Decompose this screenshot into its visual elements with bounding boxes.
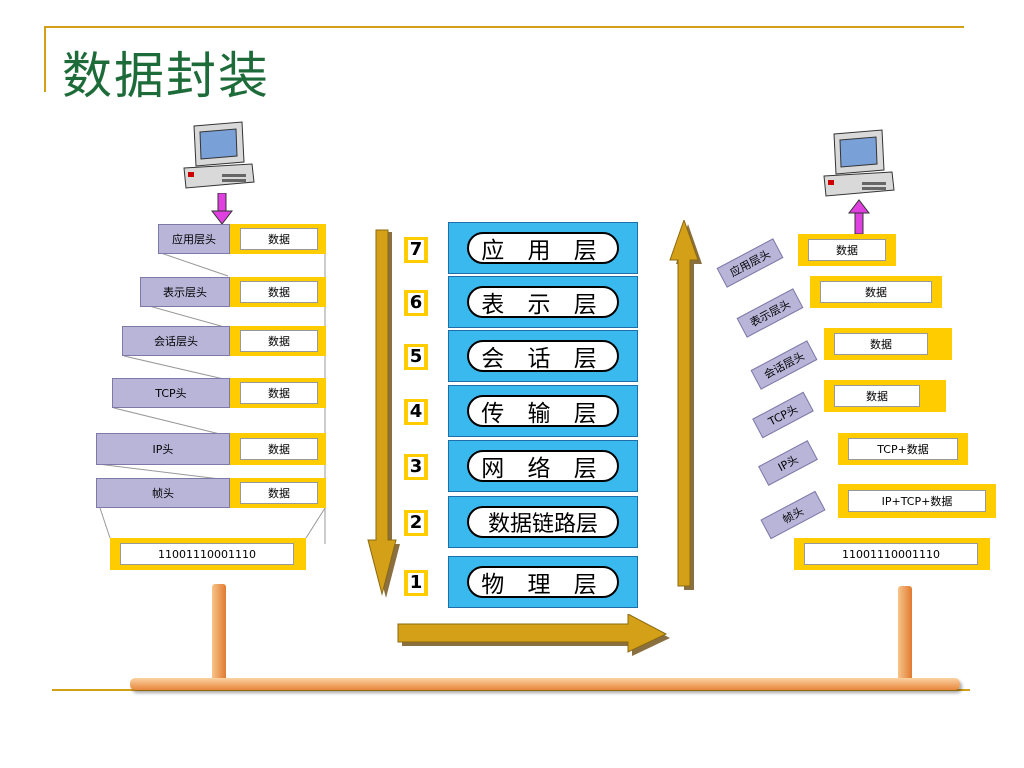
layer-3-box: 网 络 层: [448, 440, 638, 492]
right-header-datalink: 帧头: [760, 490, 826, 540]
layer-number-text: 1: [407, 572, 425, 593]
receiver-drop-cable: [898, 586, 912, 688]
layer-1-label: 物 理 层: [467, 566, 619, 598]
layer-5-label: 会 话 层: [467, 340, 619, 372]
layer-5-box: 会 话 层: [448, 330, 638, 382]
right-payload-datalink: IP+TCP+数据: [848, 490, 986, 512]
bottom-rule: [52, 689, 970, 691]
left-row-presentation: 表示层头 数据: [140, 277, 326, 307]
layer-number: 2: [404, 510, 428, 536]
layer-1-box: 物 理 层: [448, 556, 638, 608]
layer-number: 4: [404, 399, 428, 425]
right-payload-session: 数据: [834, 333, 928, 355]
header-block: 表示层头: [140, 277, 230, 307]
encapsulate-down-arrow: [367, 229, 400, 598]
payload-data: 数据: [240, 330, 318, 352]
layer-number: 6: [404, 290, 428, 316]
left-row-datalink: 帧头 数据: [96, 478, 326, 508]
network-cable: [130, 678, 960, 690]
layer-number-text: 7: [407, 239, 425, 260]
sender-drop-cable: [212, 584, 226, 688]
receiver-computer-icon: [823, 129, 895, 197]
layer-number: 7: [404, 237, 428, 263]
down-arrow-sender: [210, 193, 234, 225]
right-header-network: IP头: [758, 440, 818, 486]
title-rule-top: [46, 26, 964, 28]
left-row-transport: TCP头 数据: [112, 378, 326, 408]
right-payload-network: TCP+数据: [848, 438, 958, 460]
layer-number-text: 5: [407, 346, 425, 367]
layer-number: 5: [404, 344, 428, 370]
header-block: 应用层头: [158, 224, 230, 254]
layer-6-box: 表 示 层: [448, 276, 638, 328]
page-title: 数据封装: [62, 47, 270, 105]
transmit-right-arrow: [397, 614, 670, 656]
left-bits: 11001110001110: [120, 543, 294, 565]
layer-number-text: 2: [407, 512, 425, 533]
payload-data: 数据: [240, 482, 318, 504]
header-block: 帧头: [96, 478, 230, 508]
right-payload-application: 数据: [808, 239, 886, 261]
right-header-transport: TCP头: [752, 391, 814, 439]
left-row-session: 会话层头 数据: [122, 326, 326, 356]
up-arrow-receiver: [847, 199, 871, 235]
left-row-network: IP头 数据: [96, 433, 326, 465]
header-block: IP头: [96, 433, 230, 465]
payload-data: 数据: [240, 382, 318, 404]
header-block: 会话层头: [122, 326, 230, 356]
right-payload-presentation: 数据: [820, 281, 932, 303]
right-payload-transport: 数据: [834, 385, 920, 407]
title-rule-left: [44, 26, 46, 92]
payload-data: 数据: [240, 228, 318, 250]
layer-6-label: 表 示 层: [467, 286, 619, 318]
layer-4-box: 传 输 层: [448, 385, 638, 437]
right-header-application: 应用层头: [716, 238, 784, 288]
layer-3-label: 网 络 层: [467, 450, 619, 482]
payload-data: 数据: [240, 438, 318, 460]
layer-7-box: 应 用 层: [448, 222, 638, 274]
layer-number-text: 4: [407, 401, 425, 422]
payload-data: 数据: [240, 281, 318, 303]
layer-number-text: 3: [407, 456, 425, 477]
decapsulate-up-arrow: [669, 220, 702, 590]
right-bits: 11001110001110: [804, 543, 978, 565]
right-header-session: 会话层头: [750, 340, 818, 390]
right-header-presentation: 表示层头: [736, 288, 804, 338]
layer-7-label: 应 用 层: [467, 232, 619, 264]
sender-computer-icon: [183, 121, 255, 189]
layer-number-text: 6: [407, 292, 425, 313]
left-row-application: 应用层头 数据: [158, 224, 326, 254]
layer-2-label: 数据链路层: [467, 506, 619, 538]
layer-number: 3: [404, 454, 428, 480]
layer-2-box: 数据链路层: [448, 496, 638, 548]
header-block: TCP头: [112, 378, 230, 408]
layer-number: 1: [404, 570, 428, 596]
layer-4-label: 传 输 层: [467, 395, 619, 427]
